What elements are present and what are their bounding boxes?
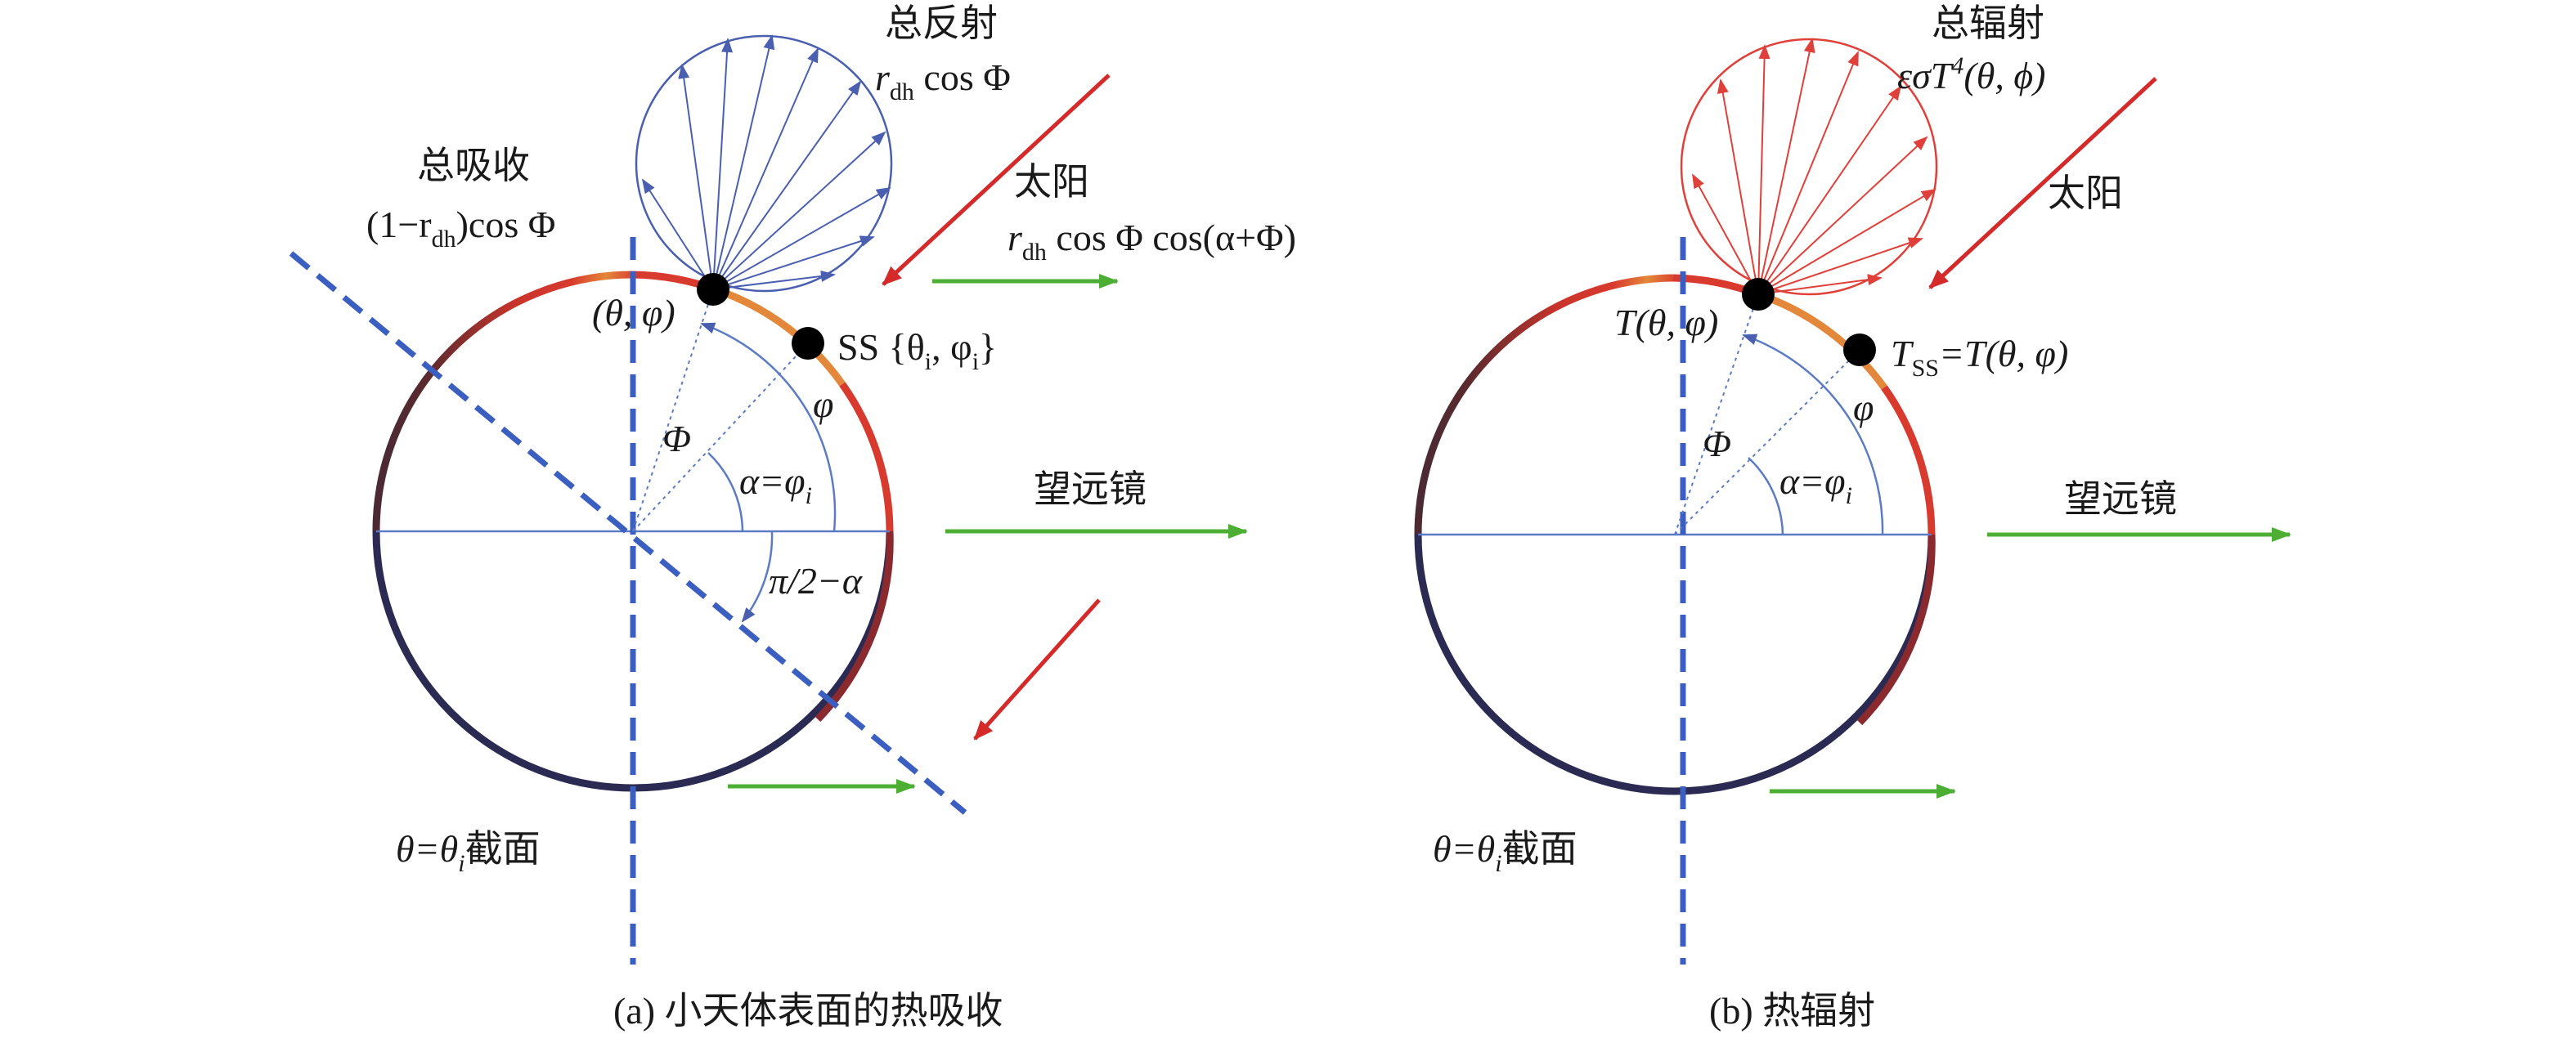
radiation-formula: εσT4(θ, ϕ) xyxy=(1897,52,2045,96)
tss-label: TSS=T(θ, φ) xyxy=(1891,333,2068,382)
section-label: θ=θi截面 xyxy=(396,828,541,877)
caption-a: (a) 小天体表面的热吸收 xyxy=(613,990,1003,1032)
surface-point-b[interactable] xyxy=(1742,278,1775,311)
sun-arrow-b[interactable] xyxy=(1928,77,2157,289)
point-label: (θ, φ) xyxy=(592,292,675,333)
subsolar-point-b[interactable] xyxy=(1843,333,1876,366)
alpha-label-b: α=φi xyxy=(1779,460,1852,509)
alpha-arc xyxy=(707,452,744,532)
reflection-formula: rdh cos Φ xyxy=(875,56,1011,105)
terminator-line xyxy=(289,251,967,815)
sun-arrow-upper[interactable] xyxy=(882,74,1111,286)
ss-label: SS {θi, φi} xyxy=(837,326,997,375)
body-right-arc-red-b xyxy=(1881,385,1936,535)
sun-label-b: 太阳 xyxy=(2048,172,2123,214)
total-absorption-label: 总吸收 xyxy=(417,145,530,186)
section-label-b: θ=θi截面 xyxy=(1433,828,1577,877)
radiation-rays xyxy=(1692,38,1936,295)
sun-formula: rdh cos Φ cos(α+Φ) xyxy=(1008,217,1296,266)
body-upper-left-arc xyxy=(372,271,632,532)
phi-arc xyxy=(700,322,837,532)
alpha-arc-b xyxy=(1748,457,1784,535)
phi-label-b: φ xyxy=(1853,387,1874,428)
telescope-label: 望远镜 xyxy=(1034,468,1147,510)
Phi-label-b: Φ xyxy=(1703,423,1731,464)
sun-arrow-lower[interactable] xyxy=(973,598,1101,741)
alpha-label: α=φi xyxy=(739,460,812,509)
total-radiation-label: 总辐射 xyxy=(1932,2,2044,44)
normal-line-ss xyxy=(632,342,809,532)
phi-arc-b xyxy=(1742,333,1884,535)
body-lower-right-arc xyxy=(815,530,894,723)
phi-label: φ xyxy=(813,383,833,425)
normal-line-point xyxy=(632,289,714,532)
body-right-arc-red xyxy=(839,382,894,532)
body-upper-left-arc-b xyxy=(1414,274,1674,535)
normal-line-point-b xyxy=(1674,293,1759,535)
point-label-b: T(θ, φ) xyxy=(1614,302,1718,343)
telescope-label-b: 望远镜 xyxy=(2064,478,2177,520)
Phi-label: Φ xyxy=(662,418,691,459)
total-reflection-label: 总反射 xyxy=(885,2,998,44)
reflection-rays xyxy=(641,34,891,290)
pi-alpha-arc xyxy=(741,530,774,623)
caption-b: (b) 热辐射 xyxy=(1709,990,1875,1032)
surface-point[interactable] xyxy=(697,273,729,306)
body-lower-right-arc-b xyxy=(1856,534,1936,726)
body-right-arc-orange xyxy=(718,287,846,387)
subsolar-point[interactable] xyxy=(792,327,824,360)
body-lower-arc-b xyxy=(1414,534,1936,795)
sun-label: 太阳 xyxy=(1014,161,1089,203)
panel-b: 总辐射 εσT4(θ, ϕ) 太阳 T(θ, φ) TSS=T(θ, φ) φ … xyxy=(1414,2,2291,1032)
body-right-arc-orange-b xyxy=(1757,290,1887,390)
pi-alpha-label: π/2−α xyxy=(769,560,863,602)
panel-a: 总反射 rdh cos Φ 总吸收 (1−rdh)cos Φ 太阳 rdh co… xyxy=(289,2,1296,1032)
absorption-formula: (1−rdh)cos Φ xyxy=(366,204,555,253)
